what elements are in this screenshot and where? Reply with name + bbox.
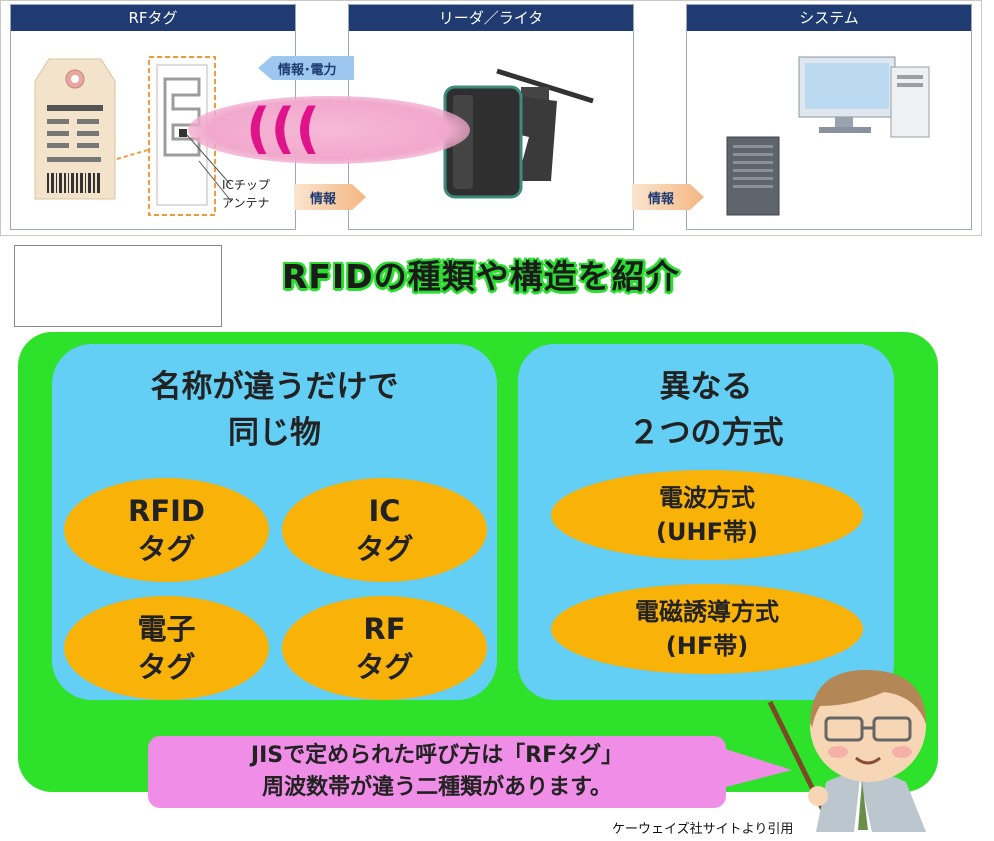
pill-rfid-tag-line1: RFID — [127, 494, 205, 528]
source-credit: ケーウェイズ社サイトより引用 — [612, 822, 794, 837]
panel-header-reader-writer: リーダ／ライタ — [349, 5, 633, 31]
pill-radio-wave-method-line2: (UHF帯) — [656, 518, 758, 546]
pill-rf-tag-line1: RF — [363, 612, 406, 646]
radio-wave-icon: ((( — [246, 97, 321, 160]
same-thing-title-line2: 同じ物 — [228, 415, 321, 451]
radio-beam — [188, 96, 470, 164]
pill-ic-tag-line2: タグ — [355, 532, 414, 566]
handheld-reader-icon — [443, 68, 594, 199]
pill-radio-wave-method-line1: 電波方式 — [659, 484, 755, 512]
pill-rf-tag: RF タグ — [282, 596, 487, 700]
info-power-arrow: 情報･電力 — [258, 56, 354, 80]
speech-bubble: JISで定められた呼び方は「RFタグ」 周波数帯が違う二種類があります。 — [148, 736, 726, 808]
pill-induction-method: 電磁誘導方式 (HF帯) — [551, 584, 863, 674]
speech-bubble-line2: 周波数帯が違う二種類があります。 — [262, 775, 612, 800]
label-antenna: アンテナ — [222, 196, 270, 210]
pill-electronic-tag-line1: 電子 — [137, 612, 196, 646]
pill-ic-tag-line1: IC — [368, 494, 401, 528]
panel-header-rf-tag: RFタグ — [11, 5, 295, 31]
pill-radio-wave-method: 電波方式 (UHF帯) — [551, 470, 863, 560]
page-title: RFIDの種類や構造を紹介 — [282, 257, 680, 296]
info-label-2: 情報 — [648, 192, 675, 207]
pill-rfid-tag: RFID タグ — [64, 478, 269, 582]
two-methods-title-line1: 異なる — [659, 369, 753, 405]
info-label-1: 情報 — [310, 192, 337, 207]
panel-system: システム — [686, 4, 972, 230]
pill-rf-tag-line2: タグ — [355, 650, 414, 684]
pill-electronic-tag: 電子 タグ — [64, 596, 269, 700]
panel-rf-tag: RFタグ — [10, 4, 296, 230]
speech-bubble-line1: JISで定められた呼び方は「RFタグ」 — [250, 743, 624, 768]
computer-server-icon — [726, 56, 930, 216]
pill-ic-tag: IC タグ — [282, 478, 487, 582]
info-arrow-1: 情報 — [294, 184, 366, 210]
pill-rfid-tag-line2: タグ — [137, 532, 196, 566]
blank-box — [14, 245, 222, 327]
panel-header-system: システム — [687, 5, 971, 31]
two-methods-title-line2: ２つの方式 — [628, 415, 784, 451]
info-power-label: 情報･電力 — [278, 63, 337, 78]
info-arrow-2: 情報 — [632, 184, 704, 210]
label-ic-chip: ICチップ — [222, 178, 270, 192]
teacher-illustration — [767, 669, 926, 832]
pill-induction-method-line2: (HF帯) — [665, 632, 749, 660]
pill-electronic-tag-line2: タグ — [137, 650, 196, 684]
same-thing-title-line1: 名称が違うだけで — [150, 369, 399, 405]
pill-induction-method-line1: 電磁誘導方式 — [635, 598, 779, 626]
